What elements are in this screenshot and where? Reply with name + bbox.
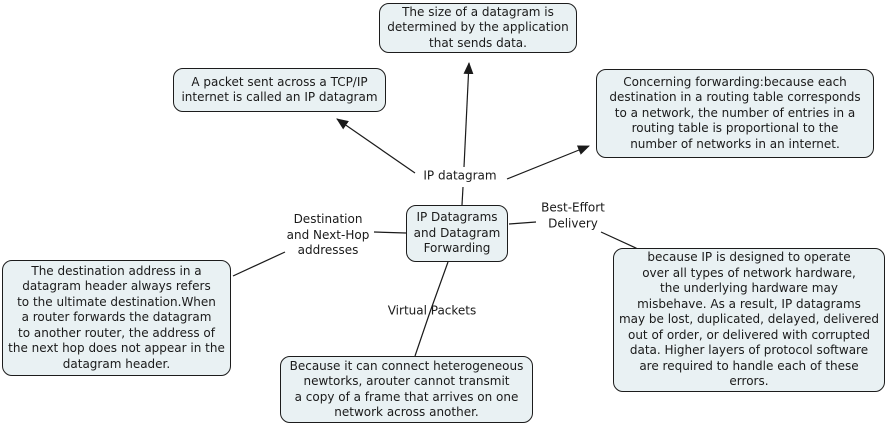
node-forwarding-note-text: Concerning forwarding:because each desti… <box>609 74 861 151</box>
node-virtual-packet-detail-text: Because it can connect heterogeneous new… <box>289 358 524 420</box>
line-besteffortlabel-to-besteffortbox <box>600 231 639 250</box>
line-center-to-ipdatagram <box>461 186 464 206</box>
label-ip-datagram[interactable]: IP datagram <box>423 168 497 183</box>
node-datagram-size[interactable]: The size of a datagram is determined by … <box>379 3 577 53</box>
label-destination-next-hop[interactable]: Destination and Next-Hop addresses <box>286 211 370 257</box>
line-center-to-destlabel <box>373 231 407 234</box>
node-destination-address-text: The destination address in a datagram he… <box>8 263 225 371</box>
line-center-to-virtualpackets <box>414 261 449 357</box>
arrow-ipdatagram-to-size <box>463 62 474 168</box>
node-datagram-size-text: The size of a datagram is determined by … <box>387 4 569 50</box>
node-center-topic[interactable]: IP Datagrams and Datagram Forwarding <box>406 205 508 262</box>
node-packet-definition-text: A packet sent across a TCP/IP internet i… <box>181 74 378 105</box>
label-best-effort-delivery[interactable]: Best-Effort Delivery <box>541 200 605 231</box>
line-center-to-besteffortlabel <box>508 221 537 225</box>
node-best-effort-detail-text: because IP is designed to operate over a… <box>618 250 880 389</box>
node-destination-address[interactable]: The destination address in a datagram he… <box>2 260 231 376</box>
node-forwarding-note[interactable]: Concerning forwarding:because each desti… <box>596 69 874 158</box>
arrow-ipdatagram-to-forwarding <box>506 145 590 180</box>
line-destlabel-to-destbox <box>232 251 286 277</box>
node-virtual-packet-detail[interactable]: Because it can connect heterogeneous new… <box>280 356 533 423</box>
label-virtual-packets[interactable]: Virtual Packets <box>387 303 477 318</box>
node-packet-definition[interactable]: A packet sent across a TCP/IP internet i… <box>173 68 386 112</box>
arrow-ipdatagram-to-packet <box>336 118 416 174</box>
node-best-effort-detail[interactable]: because IP is designed to operate over a… <box>613 248 885 392</box>
node-center-topic-text: IP Datagrams and Datagram Forwarding <box>413 210 501 256</box>
